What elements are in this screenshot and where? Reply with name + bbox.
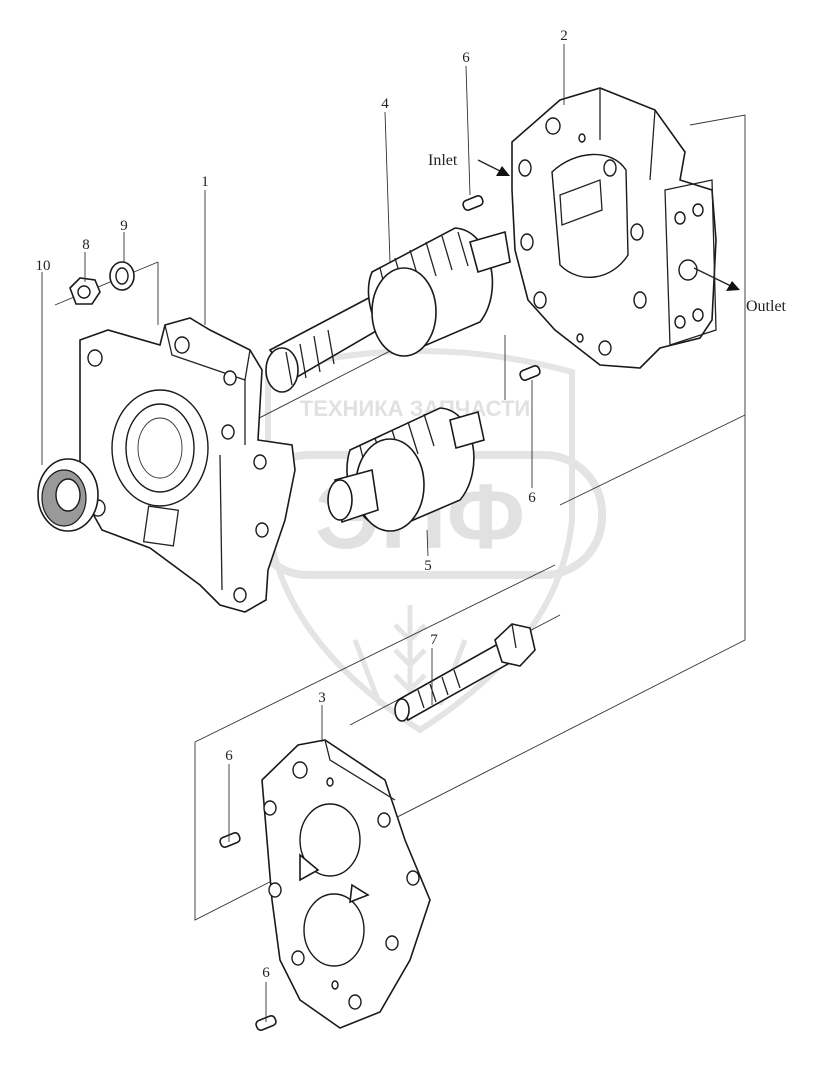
callout-6b-label: 6 (528, 490, 536, 506)
front-housing-part (79, 317, 296, 613)
outlet-label: Outlet (746, 298, 787, 315)
bolt-part (394, 623, 536, 722)
callout-5-label: 5 (424, 558, 432, 574)
oil-seal-part (37, 458, 99, 532)
callout-leaders (41, 44, 565, 1022)
nut-part (69, 277, 101, 305)
callout-6d-label: 6 (262, 965, 270, 981)
driven-gear-part (327, 407, 485, 532)
callout-10-label: 10 (36, 258, 51, 274)
callout-2-label: 2 (560, 28, 568, 44)
gear-body-part (511, 87, 717, 369)
washer-part (109, 261, 135, 291)
inlet-label: Inlet (428, 152, 458, 169)
callout-6a-label: 6 (462, 50, 470, 66)
drive-gear-shaft-part (265, 227, 511, 393)
watermark-banner: ТЕХНИКА ЗАПЧАСТИ (300, 396, 531, 421)
inlet-arrow-icon (477, 159, 510, 176)
dowel-pin-part-c (219, 832, 241, 848)
dowel-pin-part-d (255, 1015, 277, 1031)
callout-3-label: 3 (318, 690, 326, 706)
callout-8-label: 8 (82, 237, 90, 253)
callout-6c-label: 6 (225, 748, 233, 764)
callout-1-label: 1 (201, 174, 209, 190)
callout-7-label: 7 (430, 632, 438, 648)
callout-labels: 1 2 3 4 5 6 6 6 6 7 8 9 10 Inlet Outlet (36, 28, 787, 981)
rear-cover-plate-part (261, 739, 431, 1029)
dowel-pin-part-b (519, 365, 541, 381)
callout-4-label: 4 (381, 96, 389, 112)
dowel-pin-part-a (462, 195, 484, 211)
outlet-arrow-icon (693, 267, 740, 291)
watermark: ЭПФ ТЕХНИКА ЗАПЧАСТИ (246, 348, 606, 734)
callout-9-label: 9 (120, 218, 128, 234)
